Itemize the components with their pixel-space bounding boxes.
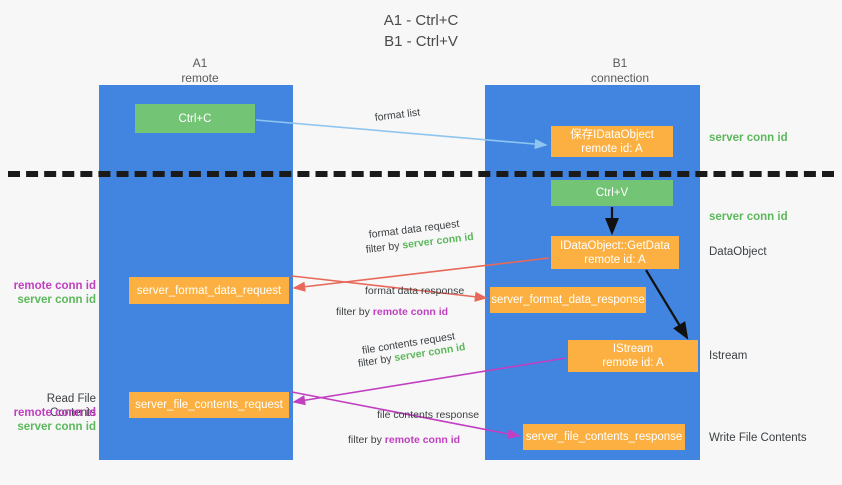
diagram-title: A1 - Ctrl+C B1 - Ctrl+V (0, 10, 842, 52)
left-label-read-file-contents: Read File Contents (46, 393, 96, 419)
right-label-write-file-contents: Write File Contents (709, 432, 807, 444)
node-istream-line1: IStream (612, 343, 654, 355)
node-save-idataobject[interactable]: 保存IDataObject remote id: A (551, 126, 673, 157)
node-save-idataobject-line2: remote id: A (581, 142, 643, 155)
column-b1-name: B1 (612, 56, 628, 70)
right-label-istream: Istream (709, 350, 748, 362)
edge-label-format-data-response-filter: filter by remote conn id (336, 305, 448, 319)
edge-label-format-data-response: format data response (365, 285, 465, 297)
right-label-dataobject: DataObject (709, 246, 767, 258)
node-server-file-contents-request-label: server_file_contents_request (135, 399, 283, 411)
filter-prefix: filter by (365, 239, 404, 256)
node-server-file-contents-response[interactable]: server_file_contents_response (523, 424, 685, 450)
filter-target-remote-conn-id: remote conn id (372, 306, 449, 318)
node-idataobject-getdata[interactable]: IDataObject::GetData remote id: A (551, 236, 679, 269)
right-label-server-conn-id-mid: server conn id (709, 211, 788, 223)
node-server-format-data-request-label: server_format_data_request (136, 284, 282, 297)
node-ctrl-v-label: Ctrl+V (595, 187, 629, 199)
node-getdata-line1: IDataObject::GetData (560, 239, 670, 252)
node-server-format-data-response-label: server_format_data_response (491, 294, 645, 306)
node-istream-line2: remote id: A (602, 357, 664, 369)
filter-prefix: filter by (336, 306, 373, 318)
column-b1-subtitle: connection (590, 71, 650, 85)
dashed-divider (8, 171, 834, 177)
left-label-file-server-conn-id: server conn id (17, 421, 96, 433)
left-label-file-conn-ids: remote conn id server conn id (8, 406, 96, 434)
column-header-a1: A1 remote (120, 56, 280, 86)
column-a1-name: A1 (192, 56, 208, 70)
node-server-file-contents-request[interactable]: server_file_contents_request (129, 392, 289, 418)
column-a1-subtitle: remote (181, 71, 219, 85)
node-server-file-contents-response-label: server_file_contents_response (525, 431, 683, 443)
node-ctrl-c-label: Ctrl+C (178, 112, 212, 125)
left-label-format-conn-ids: remote conn id server conn id (8, 279, 96, 307)
node-ctrl-v[interactable]: Ctrl+V (551, 180, 673, 206)
node-server-format-data-response[interactable]: server_format_data_response (490, 287, 646, 313)
node-ctrl-c[interactable]: Ctrl+C (135, 104, 255, 133)
filter-target-remote-conn-id: remote conn id (384, 434, 461, 446)
column-header-b1: B1 connection (520, 56, 720, 86)
right-label-server-conn-id-top: server conn id (709, 132, 788, 144)
edge-label-format-list: format list (374, 106, 421, 124)
left-label-format-remote-conn-id: remote conn id (13, 280, 96, 292)
node-save-idataobject-line1: 保存IDataObject (570, 128, 654, 141)
edge-label-file-contents-response-filter: filter by remote conn id (348, 433, 460, 447)
left-label-file-remote-conn-id: remote conn id (13, 407, 96, 419)
node-istream[interactable]: IStream remote id: A (568, 340, 698, 372)
left-label-format-server-conn-id: server conn id (17, 294, 96, 306)
node-getdata-line2: remote id: A (584, 253, 646, 266)
node-server-format-data-request[interactable]: server_format_data_request (129, 277, 289, 304)
filter-prefix: filter by (348, 434, 385, 446)
title-line-2: B1 - Ctrl+V (384, 33, 458, 50)
title-line-1: A1 - Ctrl+C (383, 12, 459, 29)
edge-label-file-contents-response: file contents response (377, 409, 480, 421)
